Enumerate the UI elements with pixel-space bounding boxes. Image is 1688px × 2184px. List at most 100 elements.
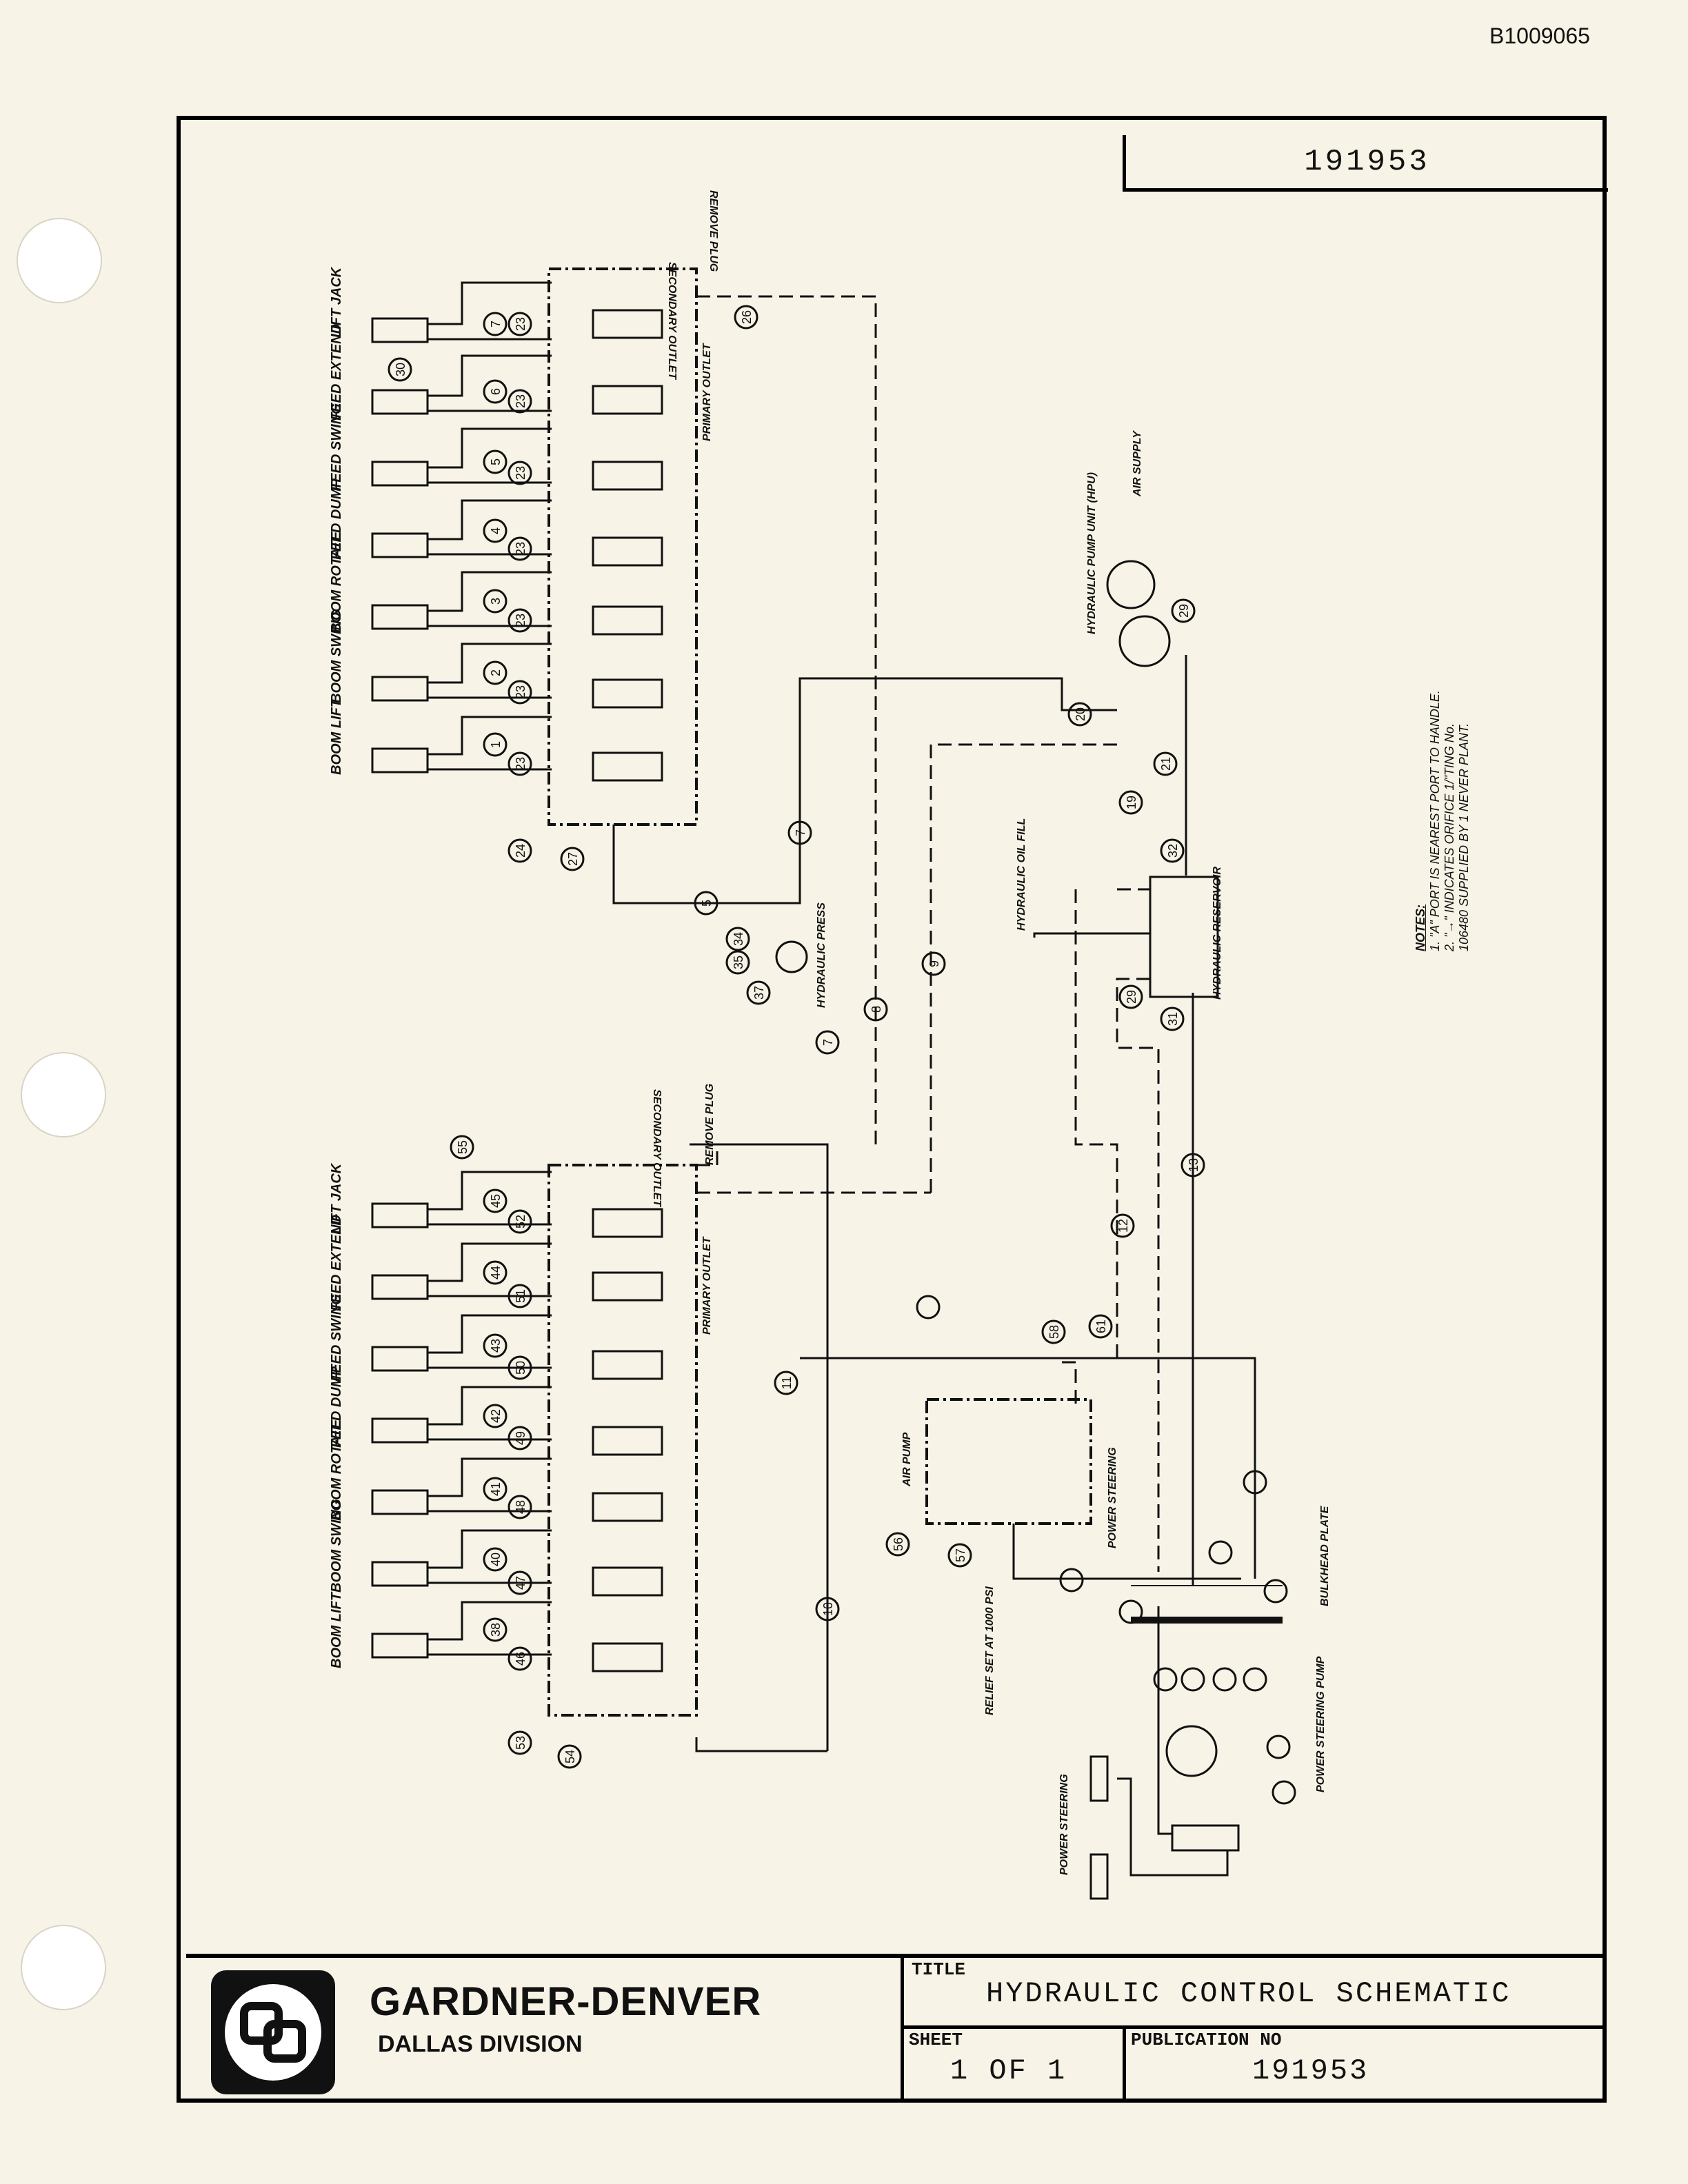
- callout-number: 41: [489, 1482, 503, 1496]
- callout-lower-23c: 48: [508, 1495, 532, 1519]
- lower-function-labels: BOOM LIFT BOOM SWING BOOM ROTATE FEED DU…: [329, 1084, 716, 1668]
- callout-number: 56: [892, 1537, 905, 1551]
- label-oil-fill: HYDRAULIC OIL FILL: [1016, 818, 1027, 931]
- note-1: 1. "A" PORT IS NEAREST PORT TO HANDLE.: [1428, 690, 1442, 951]
- lower-label-remove-plug: REMOVE PLUG: [704, 1084, 716, 1165]
- callout-number: 38: [489, 1623, 503, 1637]
- callout-15: [1180, 1667, 1205, 1692]
- callout-lower-7: 45: [483, 1189, 508, 1213]
- callout-upper-6: 6: [483, 379, 508, 404]
- upper-valve-bank-outline: [547, 267, 698, 826]
- callout-number: 10: [821, 1602, 835, 1616]
- label-power-steering-valve: POWER STEERING: [1107, 1447, 1118, 1548]
- callout-number: 7: [489, 321, 503, 327]
- callout-13: 5: [694, 891, 719, 916]
- lower-label-boom-lift: BOOM LIFT: [329, 1591, 344, 1668]
- callout-12: 7: [787, 820, 812, 845]
- callout-50: 58: [1041, 1320, 1066, 1344]
- callout-number: 47: [514, 1576, 528, 1590]
- note-3: 106480 SUPPLIED BY 1 NEVER PLANT.: [1457, 722, 1471, 951]
- upper-label-feed-dump: FEED DUMP: [329, 478, 344, 560]
- drawing-number: 191953: [1304, 144, 1430, 179]
- label-hydraulic-press: HYDRAULIC PRESS: [816, 902, 827, 1008]
- callout-upper-24: 30: [388, 357, 412, 382]
- reservoir-box: [1149, 876, 1219, 998]
- upper-label-boom-lift: BOOM LIFT: [329, 698, 344, 775]
- callout-number: 23: [514, 757, 528, 771]
- pressure-lines: [612, 655, 1256, 1877]
- callout-48: [1263, 1579, 1288, 1604]
- callout-upper-23a: 23: [508, 751, 532, 776]
- callout-upper-23b: 23: [508, 680, 532, 705]
- callout-lower-3: 41: [483, 1477, 508, 1502]
- callout-lower-23g: 52: [508, 1209, 532, 1234]
- callout-number: 5: [489, 458, 503, 465]
- return-lines: [696, 295, 1160, 1572]
- publication-label: PUBLICATION NO: [1131, 2030, 1282, 2050]
- callout-number: 26: [740, 310, 754, 324]
- upper-label-feed-extend: FEED EXTEND: [329, 324, 344, 421]
- lower-bank-valve-sections: [592, 1208, 663, 1672]
- callout-58: 35: [725, 950, 750, 975]
- callout-number: 40: [489, 1553, 503, 1566]
- callout-lower-26: 54: [557, 1744, 582, 1769]
- label-air-supply: AIR SUPPLY: [1132, 430, 1143, 497]
- callout-32: [916, 1295, 941, 1320]
- callout-number: 19: [1125, 796, 1138, 809]
- callout-upper-23d: 23: [508, 536, 532, 561]
- callout-upper-2: 2: [483, 660, 508, 685]
- air-motor-symbol: [1106, 560, 1156, 609]
- document-id: B1009065: [1489, 23, 1590, 48]
- notes: NOTES: 1. "A" PORT IS NEAREST PORT TO HA…: [1414, 662, 1471, 951]
- drawing-title: HYDRAULIC CONTROL SCHEMATIC: [986, 1977, 1511, 2010]
- binder-hole-bottom: [21, 1925, 106, 2010]
- callout-number: 45: [489, 1194, 503, 1208]
- callout-53: 61: [1088, 1314, 1113, 1339]
- title-label: TITLE: [912, 1959, 966, 1980]
- callout-number: 27: [566, 852, 580, 866]
- callout-5: [1059, 1568, 1084, 1593]
- callout-number: 7: [794, 829, 807, 836]
- company-name: GARDNER-DENVER: [370, 1979, 762, 2024]
- callout-number: 57: [954, 1548, 967, 1562]
- callout-number: 23: [514, 542, 528, 556]
- callout-upper-30: 26: [734, 305, 758, 330]
- drawing-frame: [177, 116, 1607, 2103]
- binder-hole-middle: [21, 1052, 106, 1138]
- callout-39: [1272, 1780, 1296, 1805]
- callout-16: [1212, 1667, 1237, 1692]
- label-ps-cylinders: POWER STEERING: [1058, 1774, 1070, 1875]
- callout-number: 32: [1166, 844, 1180, 858]
- callout-lower-23d: 49: [508, 1426, 532, 1450]
- callout-lower-23e: 50: [508, 1355, 532, 1380]
- callout-number: 34: [732, 932, 745, 946]
- callout-number: 23: [514, 466, 528, 480]
- binder-hole-top: [17, 218, 102, 303]
- callout-number: 23: [514, 685, 528, 699]
- division-name: DALLAS DIVISION: [378, 2031, 583, 2057]
- callout-49: [1118, 1599, 1143, 1624]
- callout-29: 11: [774, 1371, 798, 1395]
- logo-mark-icon: [225, 1984, 321, 2081]
- callout-number: 58: [1047, 1325, 1061, 1339]
- power-steering-pump-symbol: [1165, 1725, 1218, 1777]
- title-block: [186, 1954, 1607, 2099]
- callout-10: 8: [863, 997, 888, 1022]
- callout-lower-23b: 47: [508, 1570, 532, 1595]
- callout-number: 9: [927, 960, 941, 967]
- publication-number: 191953: [1252, 2054, 1369, 2087]
- upper-bank-cylinders: [371, 317, 429, 774]
- callout-number: 21: [1159, 757, 1173, 771]
- callout-number: 1: [489, 741, 503, 748]
- callout-9: 7: [815, 1030, 840, 1055]
- callout-21: 19: [1118, 790, 1143, 815]
- upper-label-remove-plug: REMOVE PLUG: [707, 190, 719, 272]
- callout-14: [1153, 1667, 1178, 1692]
- component-labels: HYDRAULIC PUMP UNIT (HPU) AIR SUPPLY HYD…: [816, 430, 1331, 1875]
- upper-label-feed-swing: FEED SWING: [329, 403, 344, 491]
- callout-lower-23f: 51: [508, 1284, 532, 1308]
- callout-number: 20: [1074, 707, 1087, 721]
- upper-label-primary-outlet: PRIMARY OUTLET: [701, 343, 713, 441]
- callout-number: 35: [732, 956, 745, 969]
- callout-number: 5: [700, 900, 714, 907]
